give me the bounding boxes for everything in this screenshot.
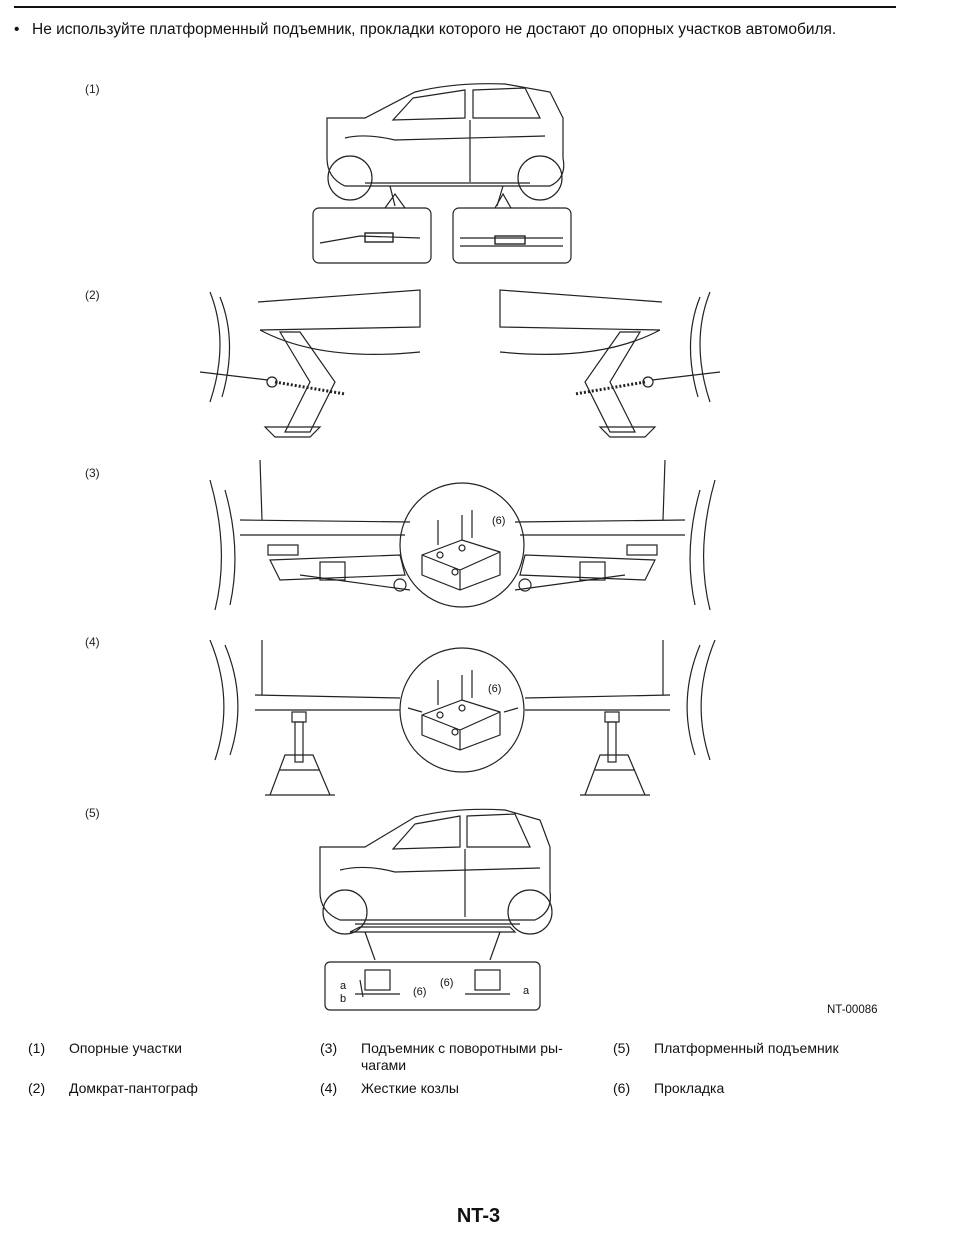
legend-text: Опорные участки (69, 1040, 182, 1056)
figure-5-label: (5) (85, 806, 100, 820)
legend-num: (2) (28, 1080, 46, 1096)
legend-text: Платформенный подъемник (654, 1040, 839, 1056)
legend-num: (4) (320, 1080, 338, 1096)
warning-note: • Не используйте платформенный подъемник,… (14, 20, 894, 39)
note-text: Не используйте платформенный подъемник, … (32, 21, 837, 38)
legend-text: Прокладка (654, 1080, 725, 1096)
figure-4-rigid-stands (200, 640, 725, 800)
figure-4-callout: (6) (488, 683, 502, 695)
legend-num: (6) (613, 1080, 631, 1096)
figure-5-platform-lift (315, 802, 555, 1012)
figure-4-label: (4) (85, 635, 100, 649)
legend-text: Жесткие козлы (361, 1080, 459, 1096)
legend-num: (1) (28, 1040, 46, 1056)
figure-3-callout: (6) (492, 515, 506, 527)
header-rule (14, 6, 896, 8)
legend-text: Домкрат-пантограф (69, 1080, 198, 1096)
legend-num: (5) (613, 1040, 631, 1056)
legend-text: Подъемник с поворотными ры-чагами (361, 1040, 563, 1073)
figure-3-swing-arm-lift (200, 460, 725, 615)
figure-2-label: (2) (85, 288, 100, 302)
figure-1-label: (1) (85, 82, 100, 96)
figure-id: NT-00086 (827, 1004, 878, 1016)
figure-5-label-b: b (340, 993, 347, 1005)
figure-5-label-6-left: (6) (413, 986, 427, 998)
figure-5-label-6-right: (6) (440, 977, 454, 989)
figure-5-label-a-right: a (523, 985, 530, 997)
bullet: • (14, 21, 20, 38)
legend-num: (3) (320, 1040, 338, 1056)
figure-5-label-a: a (340, 980, 347, 992)
figure-2-pantograph-jack (200, 282, 720, 442)
page-number: NT-3 (456, 1205, 501, 1227)
figure-1-car-support-points (305, 78, 575, 266)
figure-3-label: (3) (85, 466, 100, 480)
